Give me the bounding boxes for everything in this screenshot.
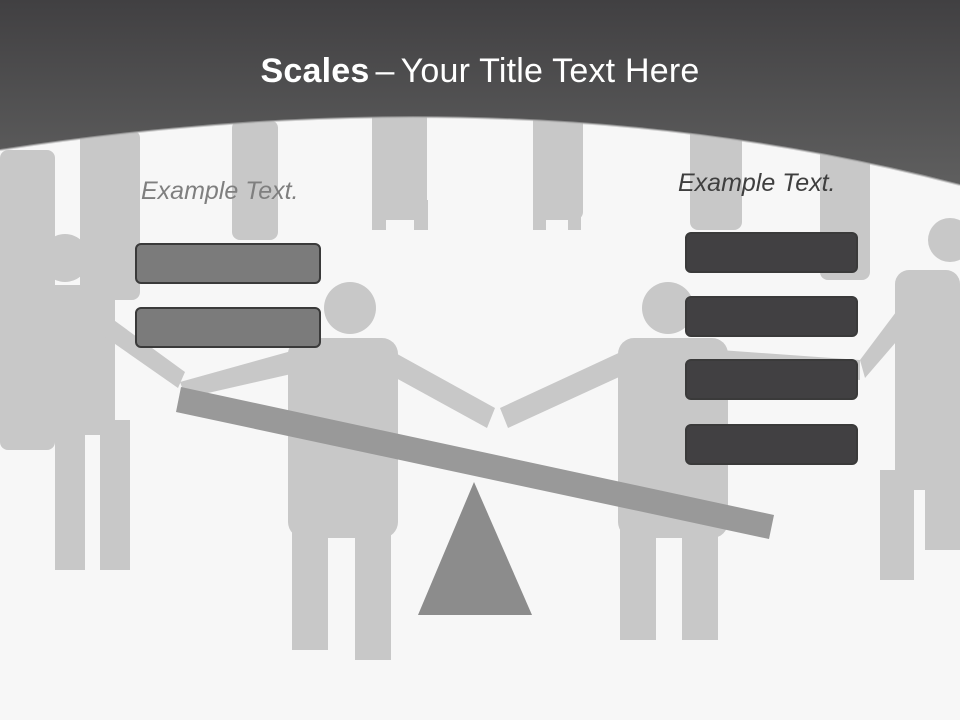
right-text-box-2[interactable] <box>685 296 858 337</box>
right-example-text: Example Text. <box>678 169 836 197</box>
left-text-box-1[interactable] <box>135 243 321 284</box>
fulcrum-triangle <box>418 482 532 615</box>
seesaw-scale-icon <box>176 387 774 615</box>
right-text-box-4[interactable] <box>685 424 858 465</box>
right-text-box-3[interactable] <box>685 359 858 400</box>
title-separator: – <box>375 52 395 90</box>
title-bold: Scales <box>260 52 370 90</box>
scale-beam <box>176 387 774 539</box>
right-text-box-1[interactable] <box>685 232 858 273</box>
slide-title: Scales–Your Title Text Here <box>0 52 960 91</box>
left-text-box-2[interactable] <box>135 307 321 348</box>
header-band <box>0 0 960 185</box>
left-example-text: Example Text. <box>141 177 299 205</box>
title-rest: Your Title Text Here <box>400 52 700 90</box>
